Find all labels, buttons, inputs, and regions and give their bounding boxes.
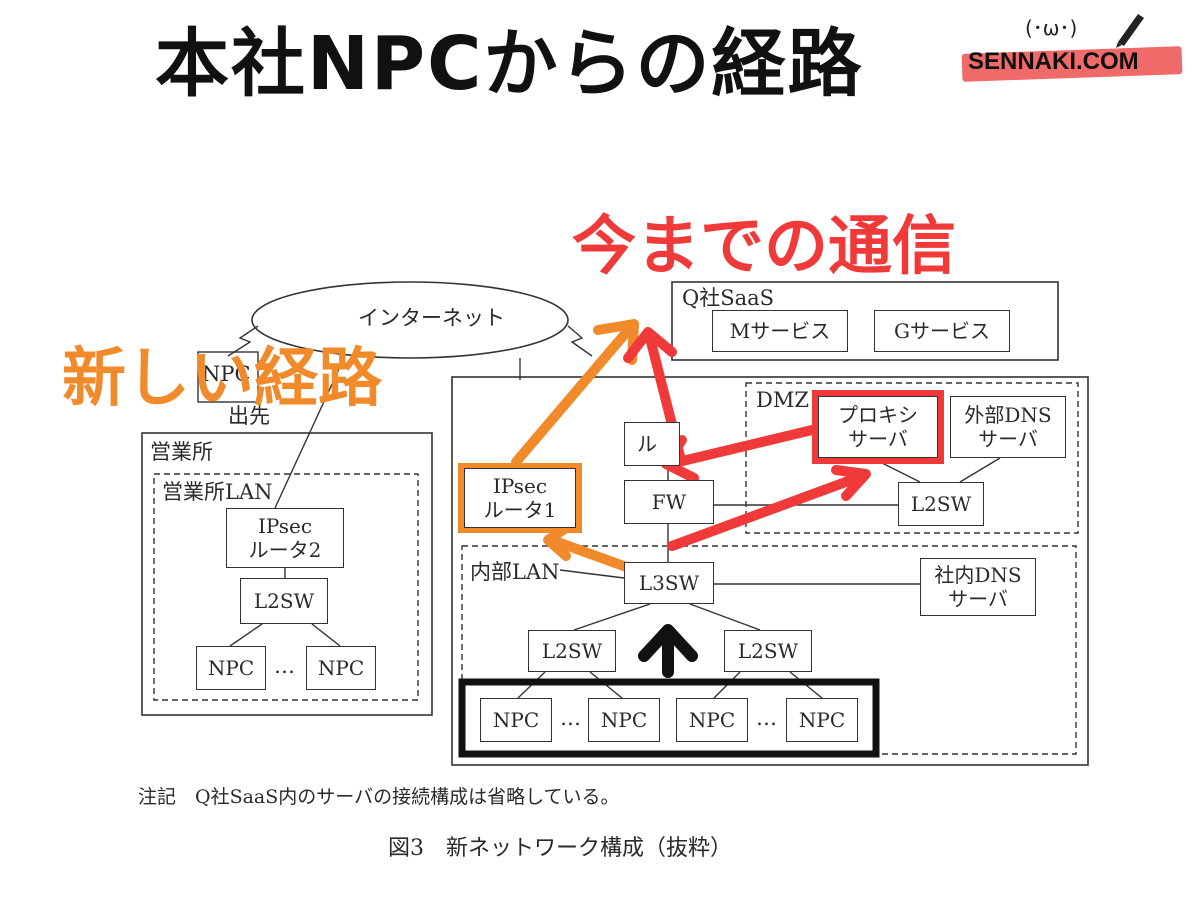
internal-lan-label: 内部LAN xyxy=(470,560,560,584)
dmz-label: DMZ xyxy=(756,388,809,412)
internal-l2sw-left-node: L2SW xyxy=(528,630,616,672)
up-arrow-icon xyxy=(638,624,698,678)
fw-node: FW xyxy=(624,480,714,524)
proxy-highlight xyxy=(812,390,944,464)
internal-npc-node: NPC xyxy=(588,698,660,742)
dmz-box xyxy=(745,382,1079,534)
new-route-arrow xyxy=(511,319,645,577)
branch-office-box xyxy=(141,432,433,716)
internet-label: インターネット xyxy=(358,306,505,330)
internet-zigzag-left xyxy=(227,325,259,357)
logo-text: SENNAKI.COM xyxy=(968,48,1139,75)
branch-office-label: 営業所 xyxy=(150,440,213,464)
branch-lan-label: 営業所LAN xyxy=(162,480,273,504)
branch-npc-left-node: NPC xyxy=(196,646,266,690)
hq-box xyxy=(451,376,1089,766)
npc-highlight-frame xyxy=(458,678,880,758)
pen-icon xyxy=(1116,14,1144,48)
internal-npc-node: NPC xyxy=(786,698,858,742)
dmz-l2sw-node: L2SW xyxy=(898,482,984,526)
internet-zigzag-right xyxy=(567,325,593,357)
branch-npc-ellipsis: … xyxy=(274,654,295,678)
m-service-node: Mサービス xyxy=(712,310,848,352)
saas-group-box xyxy=(671,281,1059,361)
logo-face: (･ω･) xyxy=(1025,16,1078,40)
internal-lan-box xyxy=(461,545,1077,755)
internet-cloud xyxy=(251,281,569,359)
proxy-server-node: プロキシサーバ xyxy=(818,396,938,458)
saas-group-label: Q社SaaS xyxy=(682,286,775,310)
remote-npc-label: NPC xyxy=(202,362,251,386)
old-route-label: 今までの通信 xyxy=(572,210,956,284)
g-service-node: Gサービス xyxy=(874,310,1010,352)
internal-npc-ellipsis-left: … xyxy=(560,706,581,730)
branch-l2sw-node: L2SW xyxy=(240,578,328,624)
remote-destination-label: 出先 xyxy=(228,404,270,428)
branch-lan-box xyxy=(153,473,419,701)
new-route-label: 新しい経路 xyxy=(62,342,382,416)
branch-npc-right-node: NPC xyxy=(306,646,376,690)
ipsec-router1-highlight xyxy=(458,463,582,533)
internal-npc-ellipsis-right: … xyxy=(756,706,777,730)
site-logo: (･ω･) SENNAKI.COM xyxy=(960,8,1185,88)
internal-npc-node: NPC xyxy=(676,698,748,742)
figure-caption: 図3 新ネットワーク構成（抜粋） xyxy=(388,836,732,861)
internal-npc-node: NPC xyxy=(480,698,552,742)
internal-l2sw-right-node: L2SW xyxy=(724,630,812,672)
router-node: ル xyxy=(624,422,680,466)
diagram-note: 注記 Q社SaaS内のサーバの接続構成は省略している。 xyxy=(138,786,620,808)
page-title: 本社NPCからの経路 xyxy=(155,21,864,107)
internet-to-ipsec2-line xyxy=(274,355,346,509)
remote-npc-box xyxy=(197,351,259,403)
l3sw-node: L3SW xyxy=(624,562,714,604)
